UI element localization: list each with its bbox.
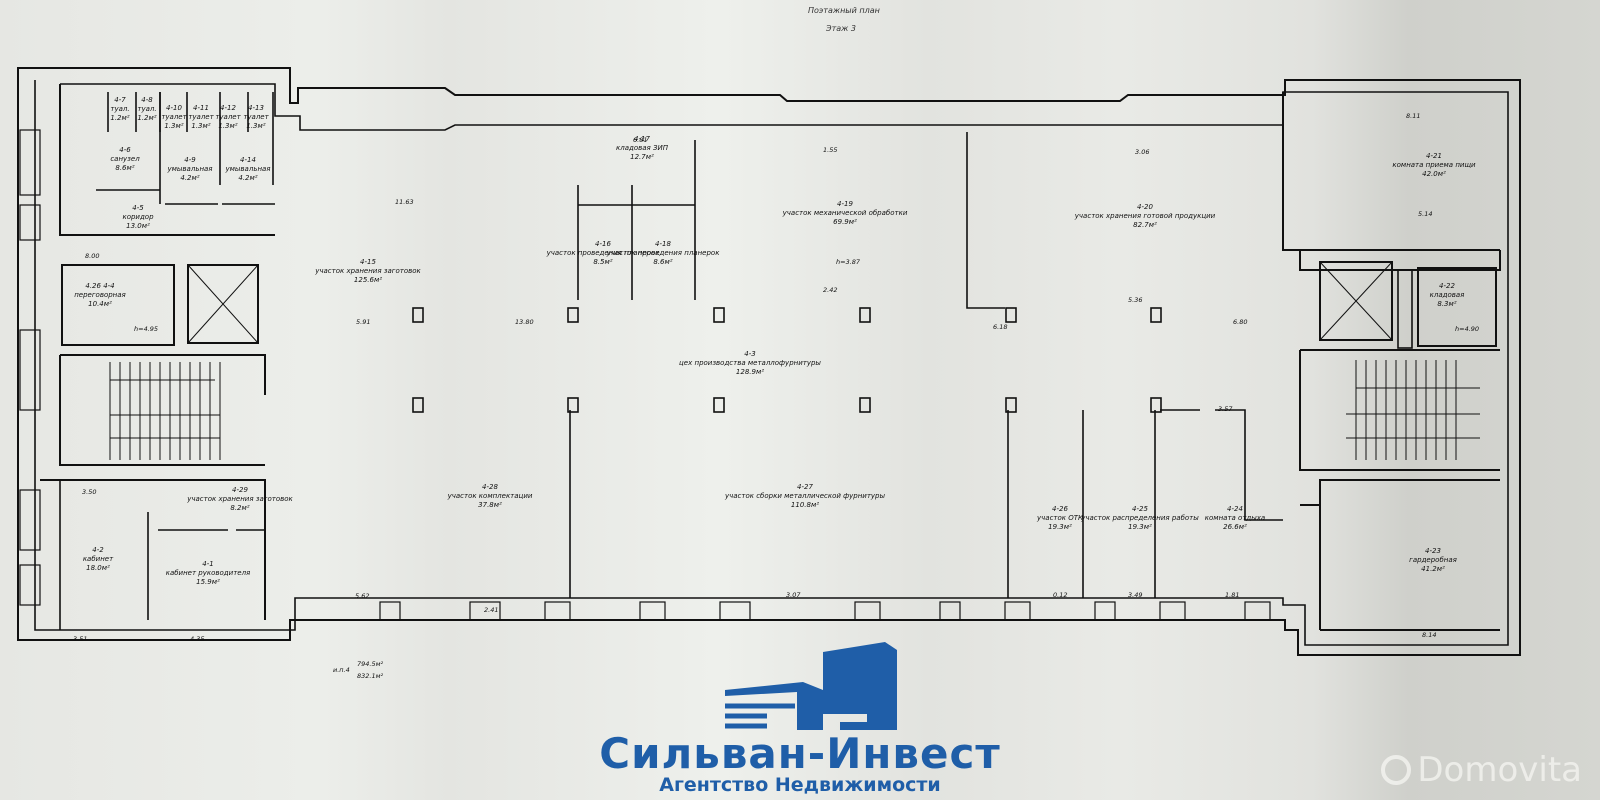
dim-label: 0.12 bbox=[1053, 591, 1068, 599]
building-logo-icon bbox=[725, 642, 897, 730]
dim-label: 8.11 bbox=[1406, 112, 1421, 120]
totals-area-1: 794.5м² bbox=[357, 660, 384, 668]
dim-label: 4.35 bbox=[190, 635, 205, 643]
dim-label: 5.36 bbox=[1128, 296, 1143, 304]
totals-label: и.п.4 bbox=[333, 666, 350, 674]
dim-label: 6.81 bbox=[633, 136, 648, 144]
watermark-text: Domovita bbox=[1417, 750, 1582, 790]
plan-title: Поэтажный план bbox=[808, 6, 880, 15]
dim-label: 11.63 bbox=[395, 198, 414, 206]
dim-label: 3.51 bbox=[73, 635, 88, 643]
brand-tagline: Агентство Недвижимости bbox=[659, 774, 941, 796]
dim-label: 6.80 bbox=[1233, 318, 1248, 326]
dim-label: 5.62 bbox=[355, 592, 370, 600]
dim-label: 8.14 bbox=[1422, 631, 1437, 639]
dim-label: 6.18 bbox=[993, 323, 1008, 331]
dim-label: 8.00 bbox=[85, 252, 100, 260]
dim-label: 13.80 bbox=[515, 318, 534, 326]
dim-label: 3.49 bbox=[1128, 591, 1143, 599]
room-4-22-height: h=4.90 bbox=[1455, 325, 1480, 333]
room-4-19-height: h=3.87 bbox=[836, 258, 861, 266]
watermark: Domovita bbox=[1381, 750, 1582, 790]
totals-area-2: 832.1м² bbox=[357, 672, 384, 680]
dim-label: 2.41 bbox=[484, 606, 499, 614]
dim-label: 3.50 bbox=[82, 488, 97, 496]
dim-label: 5.91 bbox=[356, 318, 371, 326]
dim-label: 3.07 bbox=[786, 591, 801, 599]
dim-label: 5.14 bbox=[1418, 210, 1433, 218]
dim-label: 2.42 bbox=[823, 286, 838, 294]
dim-label: 3.06 bbox=[1135, 148, 1150, 156]
dim-label: 1.55 bbox=[823, 146, 838, 154]
dim-label: 1.81 bbox=[1225, 591, 1240, 599]
dim-label: 3.57 bbox=[1218, 405, 1233, 413]
room-4-4-height: h=4.95 bbox=[134, 325, 159, 333]
brand-name: Сильван-Инвест bbox=[599, 729, 1001, 778]
domovita-logo-icon bbox=[1381, 755, 1412, 785]
floor-label: Этаж 3 bbox=[826, 24, 856, 33]
